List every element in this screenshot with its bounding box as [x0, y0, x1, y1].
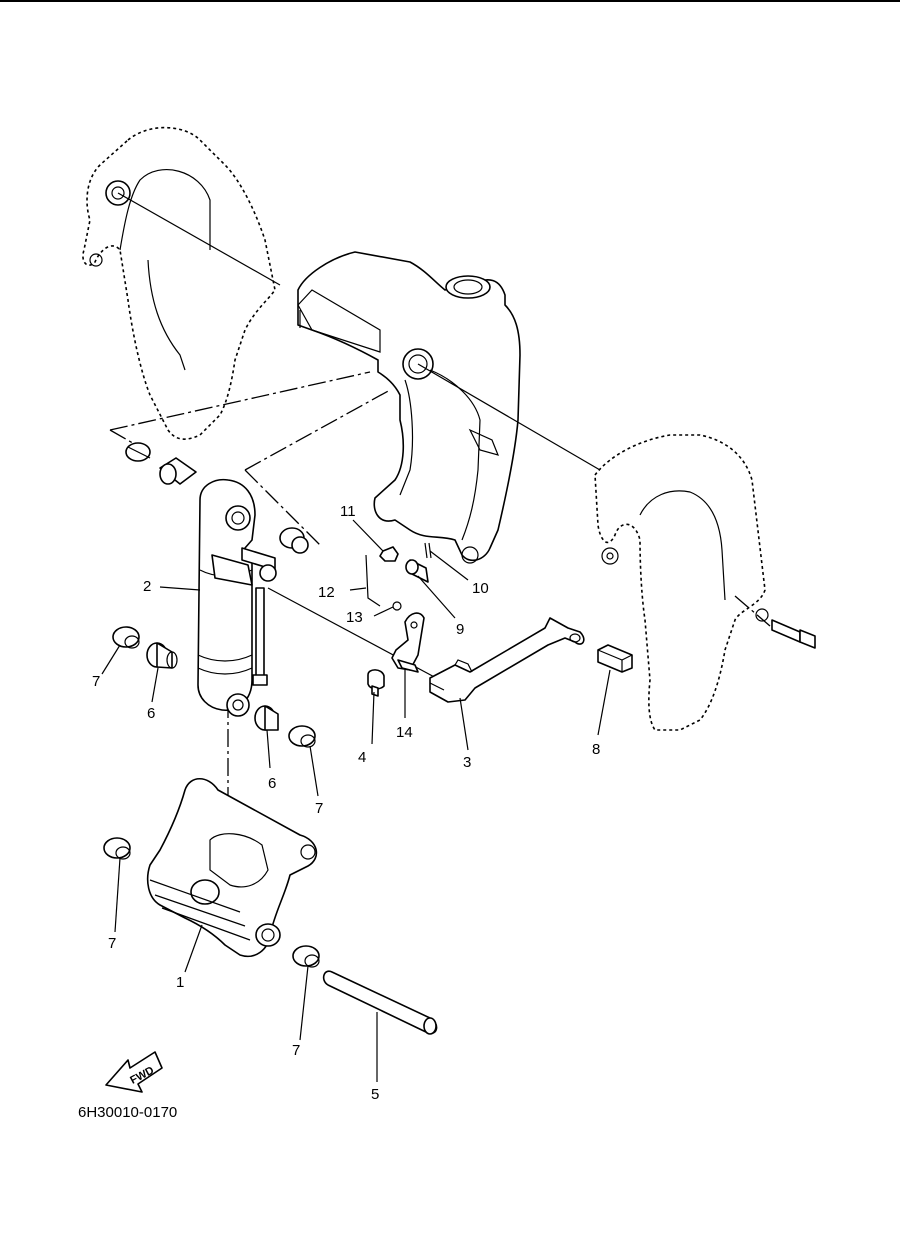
left-clamp-bracket: [82, 126, 276, 440]
callout-10: 10: [472, 580, 489, 597]
tilt-cylinder: [197, 478, 277, 717]
grease-cap-7-upper-left: [112, 626, 140, 649]
grease-cap-7-mid-right: [288, 725, 316, 748]
callout-2: 2: [143, 578, 151, 595]
callout-7-mid-right: 7: [315, 800, 323, 817]
grease-cap-7-lower-right: [292, 945, 320, 968]
tilt-pivot-bracket: [146, 777, 318, 957]
washer-13: [392, 601, 402, 611]
callout-5: 5: [371, 1086, 379, 1103]
tilt-lever-14: [391, 612, 425, 673]
callout-6-left: 6: [147, 705, 155, 722]
callout-7-lower-left: 7: [108, 935, 116, 952]
rubber-pad-8: [597, 644, 633, 673]
callout-labels: 1 2 3 4 5 6 6 7 7 7 7 8 9 10 11 12 13 14: [92, 503, 600, 1103]
pin-10: [424, 542, 432, 559]
grease-cap-top-left: [125, 442, 151, 462]
callout-9: 9: [456, 621, 464, 638]
callout-4: 4: [358, 749, 366, 766]
callout-13: 13: [346, 609, 363, 626]
tilt-shaft: [322, 970, 438, 1035]
bushing-top-left: [159, 457, 197, 485]
bolt-4: [367, 669, 385, 697]
collar-9: [405, 559, 429, 583]
callout-14: 14: [396, 724, 413, 741]
grease-cap-7-lower-left: [103, 837, 131, 860]
callout-11: 11: [340, 503, 356, 520]
diagram-code: 6H30010-0170: [78, 1104, 177, 1121]
tilt-stopper-bracket-3: [429, 617, 585, 703]
callout-6-right: 6: [268, 775, 276, 792]
bushing-6-right: [254, 705, 279, 731]
swivel-bracket: [297, 251, 521, 564]
grease-cap-top-right: [279, 527, 309, 554]
callout-8: 8: [592, 741, 600, 758]
callout-3: 3: [463, 754, 471, 771]
rod-12: [365, 554, 381, 607]
bushing-6-left: [146, 642, 178, 669]
callout-1: 1: [176, 974, 184, 991]
callout-7-upper-left: 7: [92, 673, 100, 690]
fwd-arrow-icon: FWD: [105, 1051, 163, 1093]
right-clamp-bracket: [594, 434, 766, 731]
callout-12: 12: [318, 584, 335, 601]
clamp-bolt: [755, 608, 816, 649]
callout-7-lower-right: 7: [292, 1042, 300, 1059]
callout-leaders: [101, 519, 611, 1082]
nut-11: [379, 546, 399, 562]
